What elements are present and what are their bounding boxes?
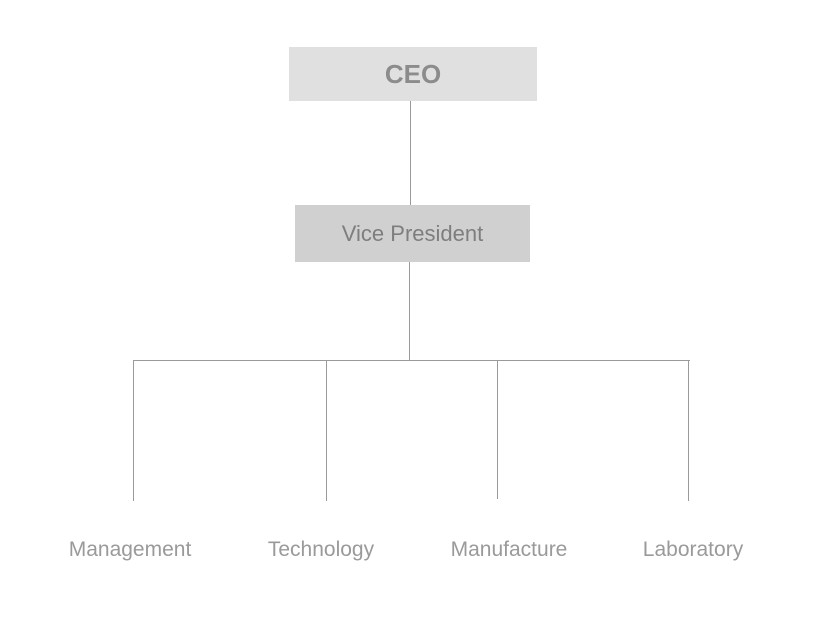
ceo-vp-connector — [410, 101, 411, 205]
vice-president-box: Vice President — [295, 205, 530, 262]
vice-president-label: Vice President — [341, 220, 484, 246]
department-label-technology: Technology — [267, 538, 375, 561]
department-label-management: Management — [68, 538, 192, 561]
manufacture-drop-line — [497, 360, 498, 499]
vp-branch-connector — [409, 262, 410, 360]
management-drop-line — [133, 360, 134, 501]
technology-drop-line — [326, 360, 327, 501]
department-label-manufacture: Manufacture — [450, 538, 568, 561]
ceo-label: CEO — [384, 58, 442, 89]
ceo-box: CEO — [289, 47, 537, 101]
laboratory-drop-line — [688, 360, 689, 501]
department-label-laboratory: Laboratory — [642, 538, 744, 561]
branch-bar — [133, 360, 690, 361]
